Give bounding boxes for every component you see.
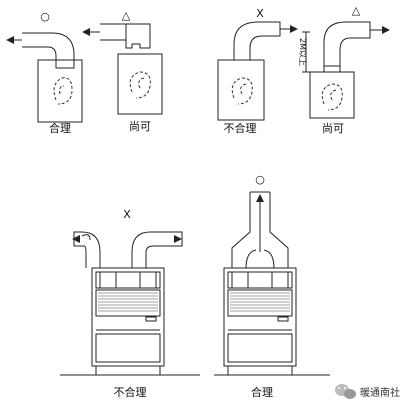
fan-outline bbox=[321, 83, 343, 111]
panel-top-1-label: 合理 bbox=[49, 121, 71, 135]
airflow-arrow bbox=[290, 25, 298, 33]
control-panel bbox=[145, 316, 157, 322]
panel-top-3-symbol: X bbox=[256, 7, 264, 20]
unit-box bbox=[217, 59, 265, 121]
lower-module bbox=[95, 333, 161, 363]
airflow-arrow bbox=[6, 36, 14, 44]
duct-elbow bbox=[233, 21, 281, 60]
dimension-label: 2M以上 bbox=[298, 38, 307, 66]
fan-outline bbox=[231, 77, 253, 105]
unit-box bbox=[309, 71, 355, 119]
grille-panel bbox=[227, 289, 293, 317]
watermark-text: 暖通南社 bbox=[360, 386, 400, 399]
airflow-arrow-up bbox=[256, 194, 264, 202]
base-frame bbox=[227, 365, 293, 376]
duct-elbow bbox=[22, 32, 75, 69]
panel-bottom-1: X 不合理 bbox=[60, 208, 200, 399]
panel-top-2-symbol: △ bbox=[122, 9, 131, 22]
panel-bottom-2-symbol: ○ bbox=[255, 173, 265, 186]
airflow-arrow bbox=[382, 26, 390, 34]
panel-bottom-2-label: 合理 bbox=[251, 385, 273, 399]
airflow-arrow-left bbox=[72, 235, 80, 243]
panel-top-1: ○ 合理 bbox=[6, 10, 83, 135]
grille-panel bbox=[95, 289, 161, 317]
duct-elbow bbox=[323, 21, 371, 72]
panel-top-1-symbol: ○ bbox=[40, 10, 50, 23]
fan-outline bbox=[53, 77, 73, 105]
panel-bottom-2: ○ 合理 bbox=[214, 173, 330, 399]
wechat-icon bbox=[335, 384, 356, 399]
unit-box bbox=[117, 53, 163, 115]
panel-top-2-label: 尚可 bbox=[129, 119, 151, 133]
panel-bottom-1-symbol: X bbox=[123, 208, 131, 221]
top-module bbox=[227, 271, 293, 289]
control-panel bbox=[277, 316, 289, 322]
panel-top-4: △ 2M以上 尚可 bbox=[298, 4, 390, 135]
panel-top-3: X 不合理 bbox=[217, 7, 298, 135]
airflow-arrow bbox=[82, 28, 90, 36]
panel-bottom-1-label: 不合理 bbox=[114, 385, 147, 399]
panel-top-4-symbol: △ bbox=[352, 4, 361, 17]
duct-elbow bbox=[100, 23, 151, 49]
fan-outline bbox=[129, 71, 151, 99]
panel-top-2: △ 尚可 bbox=[82, 9, 163, 133]
base-frame bbox=[95, 365, 161, 376]
panel-top-4-label: 尚可 bbox=[322, 121, 344, 135]
airflow-arrow-right bbox=[174, 235, 182, 243]
watermark: 暖通南社 bbox=[335, 384, 400, 399]
lower-module bbox=[227, 333, 293, 363]
duct-merge-right bbox=[269, 192, 289, 268]
top-module bbox=[95, 271, 161, 289]
duct-merge-left bbox=[231, 192, 251, 268]
panel-top-3-label: 不合理 bbox=[224, 121, 257, 135]
